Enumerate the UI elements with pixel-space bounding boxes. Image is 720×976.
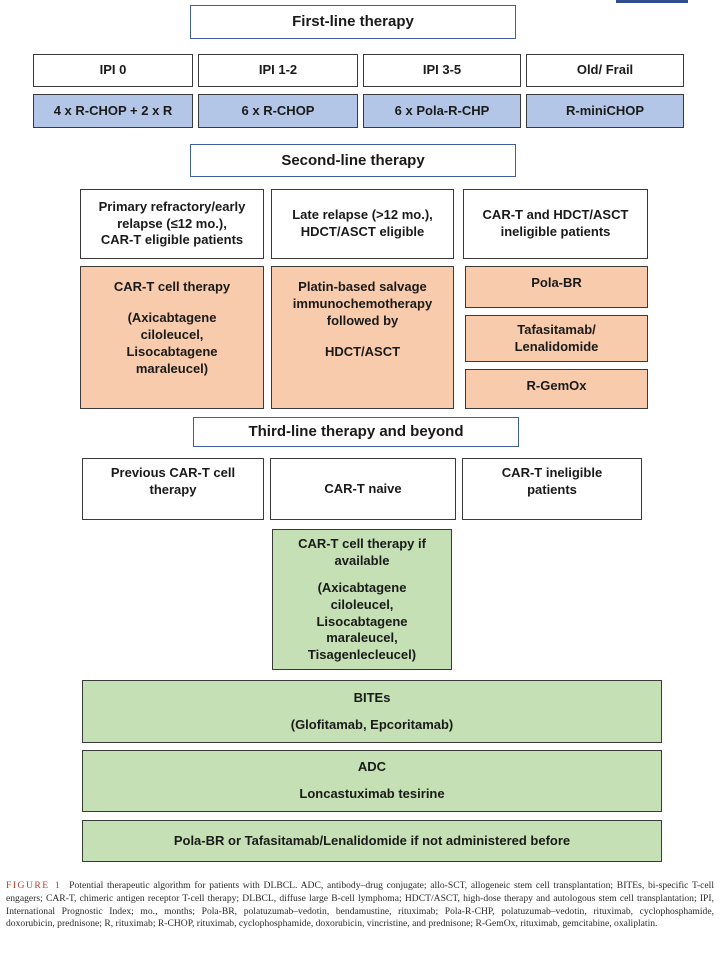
option-r-gemox: R-GemOx	[465, 369, 648, 409]
group-previous-car-t: Previous CAR-T cell therapy	[82, 458, 264, 520]
regimen-6-r-chop: 6 x R-CHOP	[198, 94, 358, 128]
car-t-available-agents: (Axicabtagene ciloleucel, Lisocabtagene …	[307, 579, 417, 663]
regimen-r-minichop: R-miniCHOP	[526, 94, 684, 128]
group-car-t-naive: CAR-T naive	[270, 458, 456, 520]
car-t-agents: (Axicabtagene ciloleucel, Lisocabtagene …	[126, 309, 218, 376]
third-line-title: Third-line therapy and beyond	[193, 417, 519, 447]
regimen-r-chop-plus-r: 4 x R-CHOP + 2 x R	[33, 94, 193, 128]
adc-title: ADC	[357, 759, 387, 775]
figure-caption-text: Potential therapeutic algorithm for pati…	[6, 880, 715, 930]
adc-agents: Loncastuximab tesirine	[299, 786, 445, 801]
platin-title: Platin-based salvage immunochemotherapy …	[292, 279, 433, 328]
option-pola-br: Pola-BR	[465, 266, 648, 308]
platin-hdct-asct: HDCT/ASCT	[324, 343, 401, 359]
car-t-title: CAR-T cell therapy	[113, 279, 231, 294]
car-t-available-title: CAR-T cell therapy if available	[298, 536, 426, 568]
risk-group-old-frail: Old/ Frail	[526, 54, 684, 87]
bites-box: BITEs (Glofitamab, Epcoritamab)	[82, 680, 662, 743]
adc-box: ADC Loncastuximab tesirine	[82, 750, 662, 812]
car-t-cell-therapy-box: CAR-T cell therapy (Axicabtagene ciloleu…	[80, 266, 264, 409]
group-car-t-ineligible: CAR-T ineligible patients	[462, 458, 642, 520]
risk-group-ipi-0: IPI 0	[33, 54, 193, 87]
group-late-relapse: Late relapse (>12 mo.), HDCT/ASCT eligib…	[271, 189, 454, 259]
final-option-box: Pola-BR or Tafasitamab/Lenalidomide if n…	[82, 820, 662, 862]
second-line-title: Second-line therapy	[190, 144, 516, 177]
platin-salvage-box: Platin-based salvage immunochemotherapy …	[271, 266, 454, 409]
bites-agents: (Glofitamab, Epcoritamab)	[290, 716, 454, 732]
bites-title: BITEs	[353, 689, 391, 705]
header-accent-bar	[616, 0, 688, 3]
group-primary-refractory: Primary refractory/early relapse (≤12 mo…	[80, 189, 264, 259]
figure-label: FIGURE 1	[6, 880, 62, 891]
regimen-pola-r-chp: 6 x Pola-R-CHP	[363, 94, 521, 128]
car-t-if-available-box: CAR-T cell therapy if available (Axicabt…	[272, 529, 452, 670]
option-tafasitamab-lenalidomide: Tafasitamab/ Lenalidomide	[465, 315, 648, 362]
risk-group-ipi-3-5: IPI 3-5	[363, 54, 521, 87]
first-line-title: First-line therapy	[190, 5, 516, 39]
risk-group-ipi-1-2: IPI 1-2	[198, 54, 358, 87]
group-car-t-hdct-ineligible: CAR-T and HDCT/ASCT ineligible patients	[463, 189, 648, 259]
